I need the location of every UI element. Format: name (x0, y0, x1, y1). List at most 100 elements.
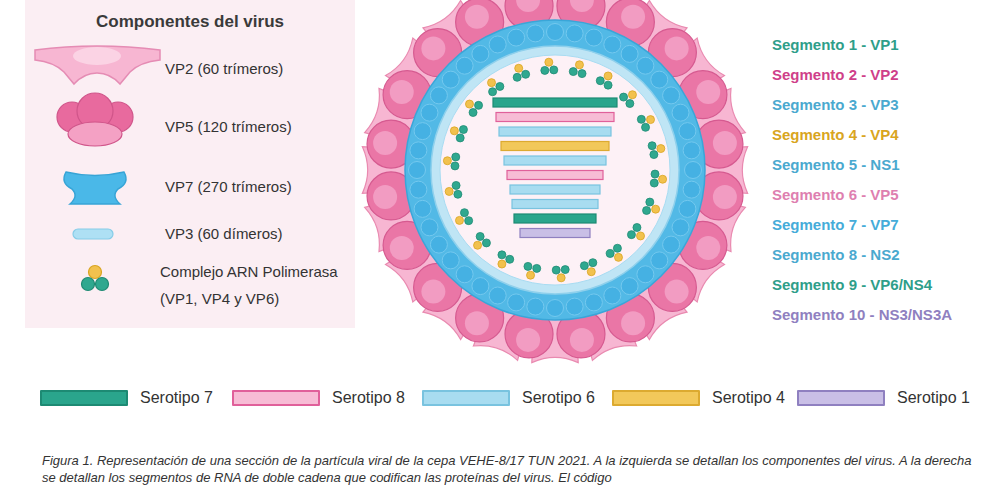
polymerase-teal (589, 259, 597, 267)
vp7-trimer (663, 87, 680, 104)
component-label: VP5 (120 trímeros) (165, 117, 292, 136)
legend-text: Serotipo 7 (140, 389, 213, 407)
vp5-lobe (414, 29, 462, 77)
vp7-trimer (637, 57, 654, 74)
legend-swatch (422, 390, 510, 406)
polymerase-yellow (628, 91, 636, 99)
vp5-lobe-light (713, 131, 737, 155)
polymerase-teal (489, 88, 497, 96)
legend-swatch (40, 390, 128, 406)
polymerase-yellow (445, 187, 453, 195)
polymerase-yellow (647, 116, 655, 124)
vp7-trimer (651, 71, 668, 88)
vp5-lobe-light (516, 328, 540, 352)
vp7-trimer (683, 181, 700, 198)
vp7-trimer (651, 252, 668, 269)
vp5-lobe (606, 0, 654, 46)
polymerase-teal (550, 66, 558, 74)
polymerase-teal (533, 264, 541, 272)
vp5-lobe (648, 263, 696, 311)
segment-label: Segmento 7 - VP7 (772, 216, 899, 234)
legend-text: Serotipo 6 (522, 389, 595, 407)
vp5-lobe-light (373, 185, 397, 209)
vp5-lobe-light (516, 0, 540, 12)
vp5-lobe (557, 0, 605, 30)
vp2-spike (423, 1, 486, 64)
vp7-trimer (472, 278, 489, 295)
polymerase-teal (637, 115, 645, 123)
vp7-trimer (414, 200, 431, 217)
segment-label: Segmento 6 - VP5 (772, 186, 899, 204)
vp7-trimer (637, 266, 654, 283)
outer-shell-base (393, 8, 717, 332)
polymerase-teal (604, 81, 612, 89)
polymerase-teal (578, 70, 586, 78)
vp5-lobe (367, 172, 415, 220)
polymerase-yellow (575, 61, 583, 69)
segment-label: Segmento 10 - NS3/NS3A (772, 306, 952, 324)
figure-caption: Figura 1. Representación de una sección … (42, 452, 972, 486)
vp2-spike (688, 196, 745, 252)
polymerase-yellow (527, 271, 535, 279)
polymerase-icon-teal (82, 278, 95, 291)
polymerase-yellow (637, 232, 645, 240)
vp5-lobe-light (390, 236, 414, 260)
vp5-lobe (456, 0, 504, 46)
segment-label: Segmento 3 - VP3 (772, 96, 899, 114)
vp2-spike (581, 0, 637, 37)
vp7-trimer (456, 266, 473, 283)
polymerase-teal (506, 255, 514, 263)
polymerase-teal (626, 100, 634, 108)
vp3-icon (73, 229, 113, 239)
vp5-lobe-light (696, 80, 720, 104)
vp5-icon-base (68, 122, 122, 146)
legend-text: Serotipo 4 (712, 389, 785, 407)
vp7-icon (64, 172, 126, 204)
polymerase-yellow (657, 145, 665, 153)
legend-text: Serotipo 1 (897, 389, 970, 407)
vp5-lobe-light (621, 5, 645, 29)
vp7-trimer (663, 236, 680, 253)
segment-label: Segmento 2 - VP2 (772, 66, 899, 84)
vp2-spike (661, 239, 724, 302)
vp2-icon (35, 46, 160, 84)
vp2-spike (702, 147, 748, 193)
rna-segment-bar (493, 98, 617, 107)
component-label: VP2 (60 trímeros) (165, 59, 283, 78)
polymerase-teal (650, 151, 658, 159)
vp5-lobe-light (390, 80, 414, 104)
polymerase-teal (454, 190, 462, 198)
vp2-spike (365, 196, 422, 252)
polymerase-teal (496, 82, 504, 90)
rna-segment-bar (510, 185, 600, 194)
vp7-trimer (679, 200, 696, 217)
polymerase-teal (459, 126, 467, 134)
vp7-trimer (685, 162, 702, 179)
segment-label: Segmento 5 - NS1 (772, 156, 900, 174)
vp2-spike (423, 276, 486, 339)
polymerase-icon-teal (96, 278, 109, 291)
polymerase-teal (648, 142, 656, 150)
vp2-spike (688, 88, 745, 144)
vp5-lobe (414, 263, 462, 311)
vp5-lobe-light (570, 0, 594, 12)
panel-heading: Componentes del virus (25, 12, 355, 32)
vp7-trimer (683, 142, 700, 159)
polymerase-teal (541, 66, 549, 74)
vp2-spike (362, 147, 408, 193)
vp7-trimer (621, 278, 638, 295)
polymerase-yellow (465, 100, 473, 108)
vp5-lobe (679, 71, 727, 119)
vp7-trimer (672, 104, 689, 121)
polymerase-teal (646, 198, 654, 206)
vp5-lobe (695, 172, 743, 220)
polymerase-teal (498, 251, 506, 259)
vp2-spike (581, 303, 637, 360)
vp5-lobe-light (373, 131, 397, 155)
polymerase-yellow (614, 253, 622, 261)
polymerase-teal (452, 153, 460, 161)
polymerase-teal (522, 70, 530, 78)
vp2-spike (532, 0, 578, 23)
vp5-lobe (557, 310, 605, 358)
component-label: VP7 (270 trímeros) (165, 177, 292, 196)
